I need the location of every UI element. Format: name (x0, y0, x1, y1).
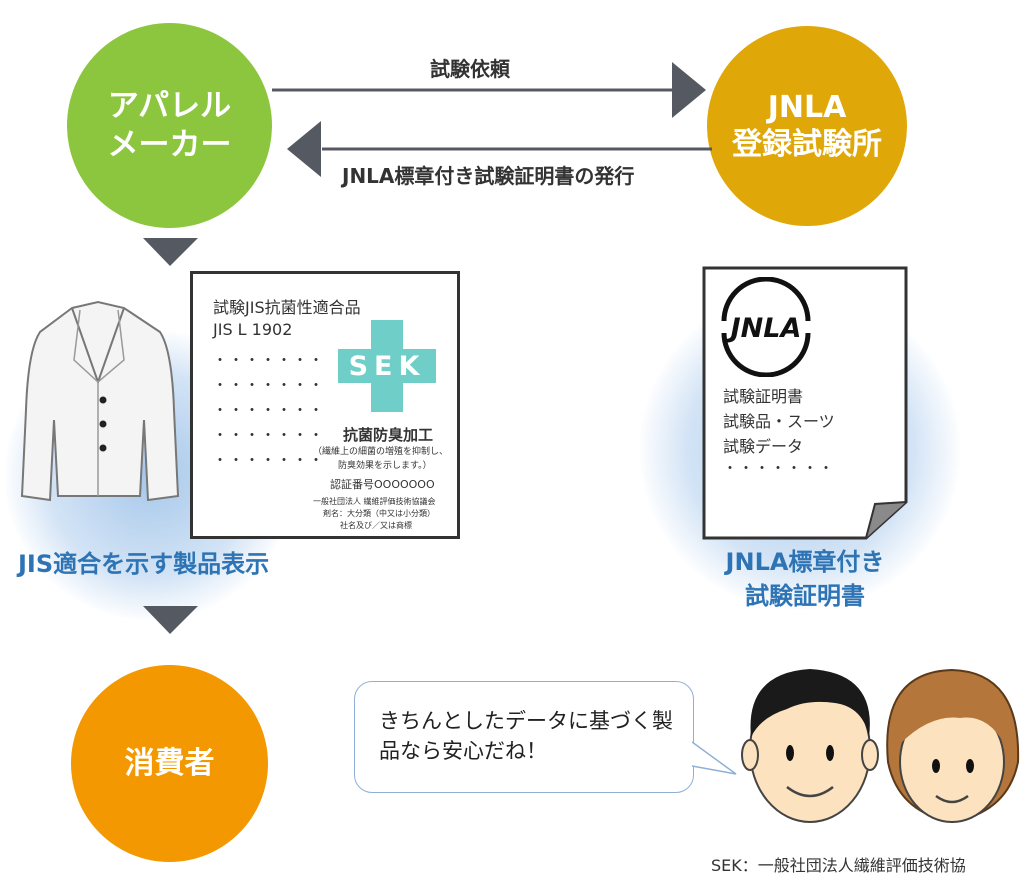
product-label-dots-4: ・・・・・・・ (213, 428, 325, 444)
product-label-dots-1: ・・・・・・・ (213, 353, 325, 369)
woman-face-icon (886, 668, 1020, 824)
product-label-standard: JIS L 1902 (213, 320, 293, 339)
sek-logo-text: SEK (348, 351, 426, 382)
certificate-caption-line1: JNLA標章付き (725, 548, 885, 576)
product-label-company: 社名及び／又は商標 (340, 521, 412, 530)
down-arrow-1 (143, 238, 198, 266)
product-label-item: 剤名：大分類（中又は小分類） (323, 509, 435, 518)
product-label-org: 一般社団法人 繊維評価技術協議会 (313, 497, 436, 506)
product-label-dots-5: ・・・・・・・ (213, 453, 325, 469)
certificate-document (702, 266, 908, 540)
certificate-line2: 試験品・スーツ (723, 412, 835, 431)
consumer-label: 消費者 (124, 745, 215, 781)
product-label-caption: JIS適合を示す製品表示 (18, 550, 270, 578)
speech-text: きちんとしたデータに基づく製品なら安心だね！ (379, 709, 673, 764)
sek-logo: SEK (338, 320, 436, 412)
product-label-note2: 防臭効果を示します。） (338, 461, 432, 471)
certificate-line1: 試験証明書 (723, 387, 804, 406)
product-label-dots-2: ・・・・・・・ (213, 378, 325, 394)
footnote: SEK：一般社団法人繊維評価技術協 (711, 856, 966, 875)
certificate-caption: JNLA標章付き 試験証明書 (680, 546, 930, 613)
product-label-cert-no: 認証番号OOOOOOO (330, 478, 435, 491)
jnla-logo-icon (721, 277, 811, 377)
speech-bubble: きちんとしたデータに基づく製品なら安心だね！ (354, 681, 694, 793)
jacket-icon (20, 300, 180, 502)
apparel-maker-line2: メーカー (107, 126, 232, 163)
jnla-lab-line1: JNLA (767, 89, 847, 125)
jnla-lab-node: JNLA 登録試験所 (707, 26, 907, 226)
consumer-node: 消費者 (71, 665, 268, 862)
product-label-process: 抗菌防臭加工 (343, 426, 434, 444)
apparel-maker-line1: アパレル (107, 87, 232, 124)
request-label: 試験依頼 (430, 57, 510, 81)
product-label-dots-3: ・・・・・・・ (213, 403, 325, 419)
certificate-caption-line2: 試験証明書 (745, 581, 865, 610)
product-label-card: 試験JIS抗菌性適合品 JIS L 1902 ・・・・・・・ ・・・・・・・ ・… (190, 271, 460, 539)
certificate-dots: ・・・・・・・ (723, 461, 835, 477)
certificate-line3: 試験データ (723, 437, 804, 456)
down-arrow-2 (143, 606, 198, 634)
speech-bubble-tail (692, 741, 737, 775)
request-arrow-head (672, 62, 706, 118)
issue-label: JNLA標章付き試験証明書の発行 (342, 164, 635, 188)
jnla-logo-text: JNLA (730, 313, 802, 344)
product-label-title: 試験JIS抗菌性適合品 (213, 298, 361, 317)
man-face-icon (741, 669, 879, 823)
jnla-lab-line2: 登録試験所 (732, 127, 882, 162)
apparel-maker-node: アパレル メーカー (67, 23, 272, 228)
product-label-note1: （繊維上の細菌の増殖を抑制し、 (313, 447, 449, 457)
issue-arrow-head (287, 121, 321, 177)
